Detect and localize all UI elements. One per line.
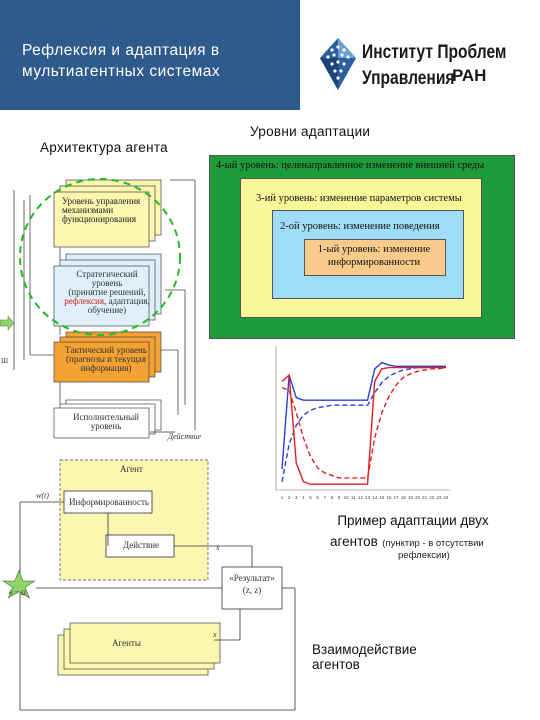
chart-x-tick-label: 18 — [401, 495, 407, 500]
block3-line2: (прагнозы и текущая — [66, 354, 146, 364]
chart-x-tick-label: 23 — [436, 495, 442, 500]
chart-x-tick-label: 6 — [316, 495, 319, 500]
architecture-title: Архитектура агента — [40, 140, 168, 155]
chart-series-1 — [281, 361, 446, 470]
levels-title: Уровни адаптации — [250, 124, 371, 139]
block2-line2: уровень — [91, 278, 123, 288]
chart-x-tick-label: 15 — [379, 495, 385, 500]
example-caption: Пример адаптации двух — [337, 513, 489, 528]
chart-x-tick-label: 13 — [365, 495, 371, 500]
chart-x-tick-label: 20 — [415, 495, 421, 500]
block1-line2: механизмами — [62, 205, 114, 215]
awareness-label: Информированность — [68, 497, 150, 507]
chart-x-tick-label: 16 — [386, 495, 392, 500]
level1-line2: информированности — [327, 257, 421, 268]
block3-text: Тактический уровень (прагнозы и текущая … — [60, 346, 152, 373]
block2-line3: (принятие решений, — [68, 287, 146, 297]
input-label: w(t) — [36, 491, 49, 500]
agents-label: Агенты — [112, 638, 141, 648]
interaction-caption-1: Взаимодействие — [312, 642, 417, 657]
chart-series-4 — [281, 366, 447, 479]
level1-line1: 1-ый уровень: изменение — [317, 244, 431, 255]
xa-label: x — [213, 630, 217, 639]
page-title: Рефлексия и адаптация в мультиагентных с… — [22, 42, 221, 80]
block4-text: Исполнительный уровень — [60, 413, 152, 431]
chart-x-tick-label: 19 — [408, 495, 414, 500]
result-line2: (z, z) — [242, 585, 262, 595]
block3-line1: Тактический уровень — [65, 345, 147, 355]
example-note-2: рефлексии) — [398, 550, 450, 561]
chart-x-tick-label: 4 — [302, 495, 305, 500]
interaction-caption-2: агентов — [312, 657, 360, 672]
agent-interaction-diagram — [2, 459, 296, 711]
block2-reflection: рефлексия — [64, 296, 104, 306]
example-caption-2: агентов — [330, 534, 378, 549]
block3-line3: информация) — [80, 363, 132, 373]
logo-text-line1: Институт Проблем — [362, 42, 507, 63]
logo-text-line2: Управления — [362, 68, 455, 89]
block2-line1: Стратегический — [76, 269, 138, 279]
block2-text: Стратегический уровень (принятие решений… — [62, 270, 152, 315]
chart-x-tick-label: 17 — [394, 495, 400, 500]
block1-line3: функционирования — [62, 214, 136, 224]
block2-line5: обучение) — [87, 305, 127, 315]
agent-label: Агент — [120, 464, 143, 474]
chart-x-tick-label: 1 — [281, 495, 284, 500]
action-label: Действие — [168, 432, 201, 441]
star-label: 6 = Ω — [9, 589, 26, 597]
chart-x-tick-label: 9 — [338, 495, 341, 500]
chart-x-tick-label: 10 — [344, 495, 350, 500]
level1-label: 1-ый уровень: изменение информированност… — [306, 243, 442, 269]
block4-line1: Исполнительный — [72, 412, 140, 422]
chart-x-tick-label: 22 — [429, 495, 435, 500]
chart-x-tick-label: 5 — [309, 495, 312, 500]
block4-line2: уровень — [90, 421, 122, 431]
block2-line4-rest: , адаптация, — [103, 296, 150, 306]
block2-line4: рефлексия, адаптация, — [62, 297, 152, 306]
x-label: x — [216, 543, 220, 552]
chart-series-3 — [281, 366, 446, 485]
chart-x-tick-label: 3 — [295, 495, 298, 500]
header-band — [0, 0, 300, 110]
chart-x-tick-label: 14 — [372, 495, 378, 500]
result-line1: «Результат» — [229, 573, 275, 583]
level3-label: 3-ий уровень: изменение параметров систе… — [256, 193, 462, 204]
chart-x-tick-label: 7 — [324, 495, 327, 500]
chart-x-tick-label: 11 — [351, 495, 356, 500]
logo-ran: РАН — [452, 66, 487, 85]
block1-line1: Уровень управления — [62, 196, 141, 206]
result-label: «Результат» (z, z) — [222, 572, 282, 596]
chart-series-2 — [281, 365, 446, 482]
action-box-label: Действие — [122, 540, 160, 550]
example-note-1: (пунктир - в отсутствии — [382, 538, 484, 549]
chart-x-tick-label: 24 — [443, 495, 449, 500]
chart-x-tick-label: 2 — [288, 495, 291, 500]
level1-box — [304, 239, 446, 276]
ipu-crystal-logo-icon — [320, 38, 356, 90]
agent-architecture-diagram — [0, 178, 196, 439]
chart-x-tick-label: 21 — [422, 495, 428, 500]
chart-x-tick-label: 12 — [358, 495, 364, 500]
block1-text: Уровень управления механизмами функциони… — [62, 197, 147, 224]
interaction-caption: Взаимодействие агентов — [312, 642, 417, 672]
chart-x-tick-label: 8 — [331, 495, 334, 500]
example-caption-row: агентов (пунктир - в отсутствии — [330, 533, 484, 551]
level4-label: 4-ый уровень: целенаправленное изменение… — [216, 160, 485, 171]
level2-label: 2-ой уровень: изменение поведения — [280, 221, 440, 232]
side-label: Ш — [1, 357, 9, 365]
